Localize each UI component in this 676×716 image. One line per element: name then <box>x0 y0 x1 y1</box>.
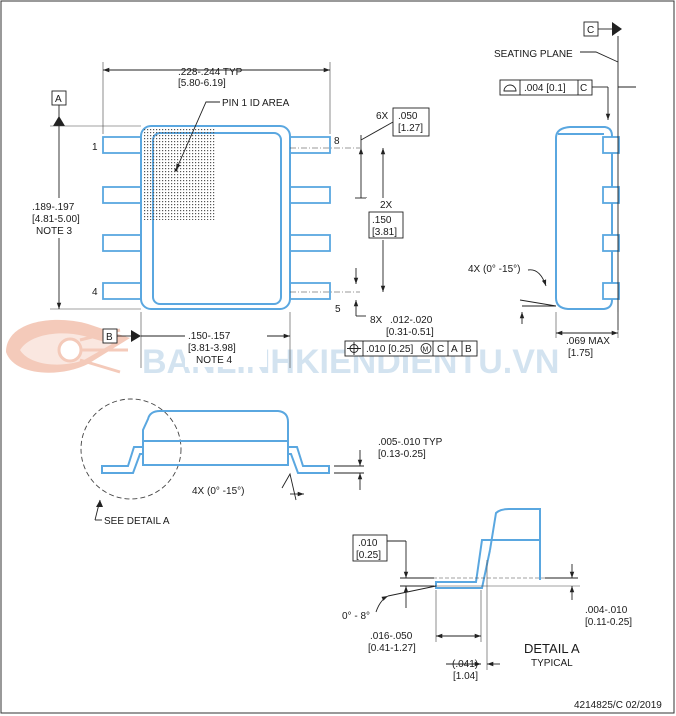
side-angle: 4X (0° -15°) <box>468 264 520 275</box>
seating-plane-label: SEATING PLANE <box>494 49 573 60</box>
foot-inch: .016-.050 <box>370 631 413 642</box>
watermark: BANLINHKIENDIENTU.VN <box>6 319 559 381</box>
overall-width-mm: [5.80-6.19] <box>178 78 226 89</box>
pitch-inch: .050 <box>398 111 418 122</box>
front-angle: 4X (0° -15°) <box>192 486 244 497</box>
span-count: 2X <box>380 200 393 211</box>
fcf-ref-c: C <box>437 344 444 355</box>
pin1-id-area <box>143 128 216 220</box>
front-view <box>80 398 330 500</box>
standoff-inch: .004-.010 <box>585 605 628 616</box>
fcf-tolerance: .010 [0.25] <box>366 344 413 355</box>
lead-width-inch-val: .012-.020 <box>390 315 433 326</box>
foot-mm: [0.41-1.27] <box>368 643 416 654</box>
thickness-inch: .005-.010 TYP <box>378 437 443 448</box>
length-mm: [4.81-5.00] <box>32 214 80 225</box>
thickness-mm: [0.13-0.25] <box>378 449 426 460</box>
body-width-mm: [3.81-3.98] <box>188 343 236 354</box>
pin-8 <box>289 136 331 154</box>
pin-label-5: 5 <box>335 304 341 315</box>
gauge-box <box>352 534 388 562</box>
overall-width-inch: .228-.244 TYP <box>178 67 243 78</box>
pin-1 <box>102 136 144 154</box>
drawing-number: 4214825/C 02/2019 <box>574 700 662 711</box>
pin-6 <box>289 234 331 252</box>
centerline <box>290 147 360 293</box>
pin-3 <box>102 234 144 252</box>
body-width-inch: .150-.157 <box>188 331 231 342</box>
pitch-count: 6X <box>376 111 389 122</box>
ref-inch: (.041) <box>452 659 478 670</box>
standoff-mm: [0.11-0.25] <box>585 617 632 628</box>
lead-width-inch: 8X <box>370 315 383 326</box>
span-inch: .150 <box>372 215 392 226</box>
span-box <box>368 211 404 239</box>
gauge-inch: .010 <box>358 538 378 549</box>
height-inch: .069 MAX <box>566 336 610 347</box>
flatness-frame <box>499 79 593 96</box>
pin-4 <box>102 282 144 300</box>
pitch-box <box>392 107 430 137</box>
pitch-mm: [1.27] <box>398 123 423 134</box>
top-view <box>102 125 360 310</box>
fcf-ref-a: A <box>451 344 458 355</box>
front-view-dimensions: .005-.010 TYP [0.13-0.25] 4X (0° -15°) S… <box>94 437 443 527</box>
detail-a <box>420 508 580 589</box>
top-view-dimensions: .228-.244 TYP [5.80-6.19] PIN 1 ID AREA … <box>30 62 478 368</box>
height-mm: [1.75] <box>568 348 593 359</box>
detail-a-dimensions: .010 [0.25] 0° - 8° .016-.050 [0.41-1.27… <box>342 534 632 682</box>
flatness-tolerance: .004 [0.1] <box>524 83 566 94</box>
side-view-dimensions: C SEATING PLANE .004 [0.1] C 4X (0° -15°… <box>468 21 636 359</box>
pin-7 <box>289 186 331 204</box>
length-inch: .189-.197 <box>32 202 75 213</box>
see-detail-label: SEE DETAIL A <box>104 516 170 527</box>
side-view <box>555 126 620 310</box>
body-width-note: NOTE 4 <box>196 355 233 366</box>
detail-angle: 0° - 8° <box>342 611 370 622</box>
pin-5 <box>289 282 331 300</box>
length-note: NOTE 3 <box>36 226 73 237</box>
fcf-ref-b: B <box>465 344 472 355</box>
pin-label-1: 1 <box>92 142 98 153</box>
position-symbol-icon <box>347 342 361 355</box>
ref-mm: [1.04] <box>453 671 478 682</box>
detail-subtitle: TYPICAL <box>531 658 573 669</box>
flatness-ref: C <box>580 83 587 94</box>
fcf-mmc: M <box>423 347 429 354</box>
lead-width-mm: [0.31-0.51] <box>386 327 434 338</box>
gauge-mm: [0.25] <box>356 550 381 561</box>
detail-circle <box>80 398 182 500</box>
pin1-id-label: PIN 1 ID AREA <box>222 98 290 109</box>
pin-label-8: 8 <box>334 136 340 147</box>
datum-a-label: A <box>55 94 62 105</box>
datum-b-label: B <box>106 332 113 343</box>
pin-2 <box>102 186 144 204</box>
mmc-modifier-icon <box>420 343 432 354</box>
pin-label-4: 4 <box>92 287 98 298</box>
flatness-symbol-icon <box>503 84 517 92</box>
detail-title: DETAIL A <box>524 641 580 656</box>
datum-c-label: C <box>587 25 594 36</box>
span-mm: [3.81] <box>372 227 397 238</box>
watermark-logo-icon <box>6 319 130 374</box>
position-tolerance-frame: .010 [0.25] M C A B <box>344 340 478 357</box>
